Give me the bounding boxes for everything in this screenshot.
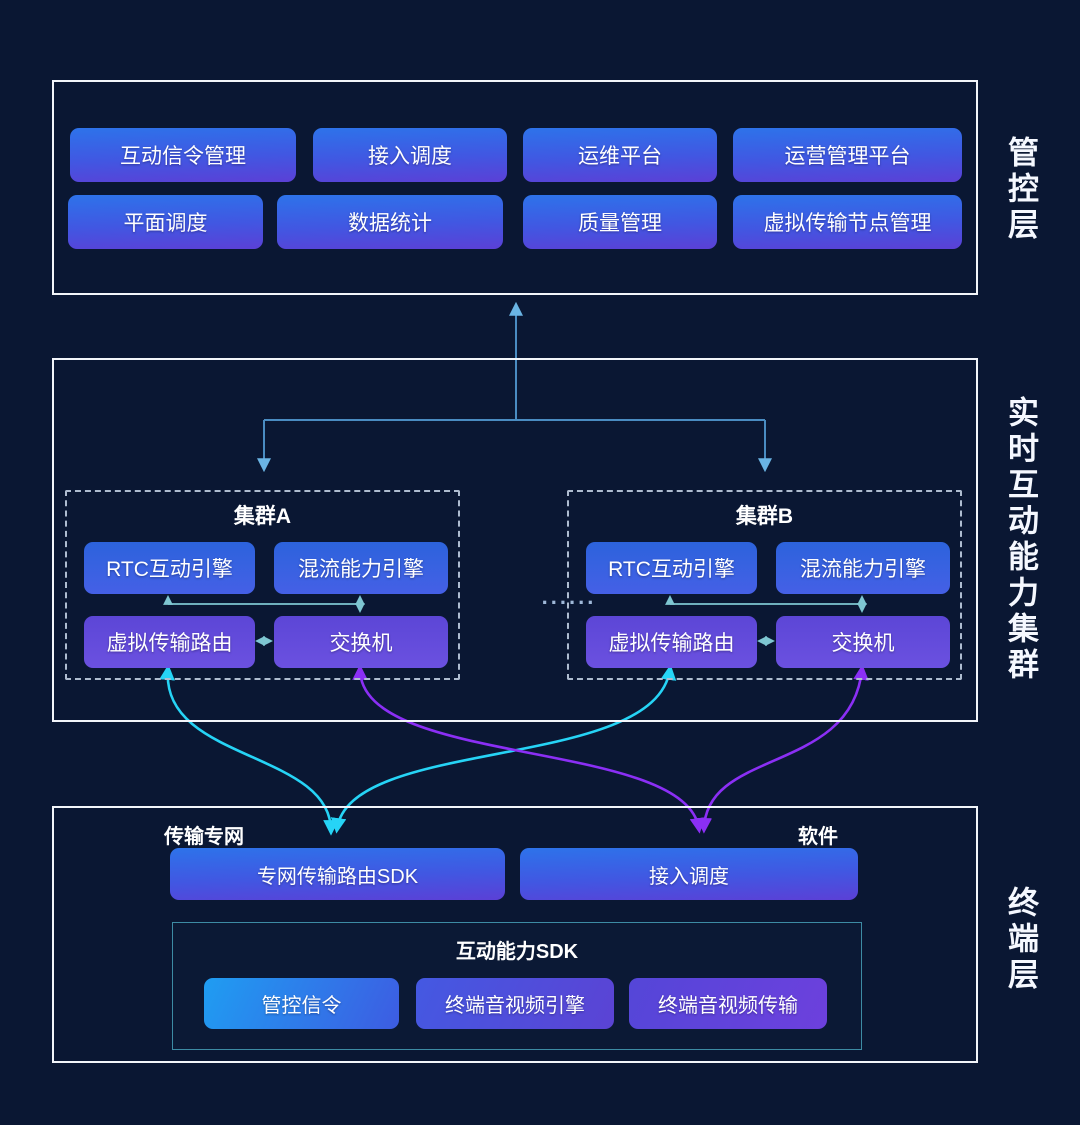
- cluster-a-switch: 交换机: [274, 616, 448, 668]
- cluster-a-mix-engine: 混流能力引擎: [274, 542, 448, 594]
- interactive-sdk-box: 互动能力SDK 管控信令 终端音视频引擎 终端音视频传输: [172, 922, 862, 1050]
- node-operation-mgmt-platform: 运营管理平台: [733, 128, 962, 182]
- node-plane-scheduling: 平面调度: [68, 195, 263, 249]
- node-virtual-transport-node-mgmt: 虚拟传输节点管理: [733, 195, 962, 249]
- node-terminal-av-engine: 终端音视频引擎: [416, 978, 614, 1029]
- cluster-b-rtc-engine: RTC互动引擎: [586, 542, 757, 594]
- cluster-b-box: 集群B RTC互动引擎 混流能力引擎 虚拟传输路由 交换机: [567, 490, 962, 680]
- side-label-terminal: 终端层: [1003, 886, 1038, 994]
- side-label-management: 管控层: [1003, 136, 1038, 244]
- label-software: 软件: [798, 826, 838, 848]
- management-layer-box: 互动信令管理 接入调度 运维平台 运营管理平台 平面调度 数据统计 质量管理 虚…: [52, 80, 978, 295]
- node-access-scheduling-terminal: 接入调度: [520, 848, 858, 900]
- node-control-signaling: 管控信令: [204, 978, 399, 1029]
- node-data-statistics: 数据统计: [277, 195, 503, 249]
- terminal-layer-box: 传输专网 软件 专网传输路由SDK 接入调度 互动能力SDK 管控信令 终端音视…: [52, 806, 978, 1063]
- cluster-a-virtual-route: 虚拟传输路由: [84, 616, 255, 668]
- cluster-b-virtual-route: 虚拟传输路由: [586, 616, 757, 668]
- node-private-net-transport-sdk: 专网传输路由SDK: [170, 848, 505, 900]
- node-quality-mgmt: 质量管理: [523, 195, 717, 249]
- node-terminal-av-transport: 终端音视频传输: [629, 978, 827, 1029]
- node-interactive-signaling-mgmt: 互动信令管理: [70, 128, 296, 182]
- label-private-transport-network: 传输专网: [164, 826, 244, 848]
- cluster-b-mix-engine: 混流能力引擎: [776, 542, 950, 594]
- cluster-layer-box: 集群A RTC互动引擎 混流能力引擎 虚拟传输路由 交换机 ...... 集群B…: [52, 358, 978, 722]
- cluster-a-title: 集群A: [233, 505, 292, 528]
- node-access-scheduling-mgmt: 接入调度: [313, 128, 507, 182]
- cluster-b-switch: 交换机: [776, 616, 950, 668]
- interactive-sdk-title: 互动能力SDK: [455, 941, 579, 963]
- node-ops-platform: 运维平台: [523, 128, 717, 182]
- cluster-a-rtc-engine: RTC互动引擎: [84, 542, 255, 594]
- cluster-a-box: 集群A RTC互动引擎 混流能力引擎 虚拟传输路由 交换机: [65, 490, 460, 680]
- cluster-b-title: 集群B: [735, 505, 794, 528]
- side-label-cluster: 实时互动能力集群: [1003, 396, 1038, 684]
